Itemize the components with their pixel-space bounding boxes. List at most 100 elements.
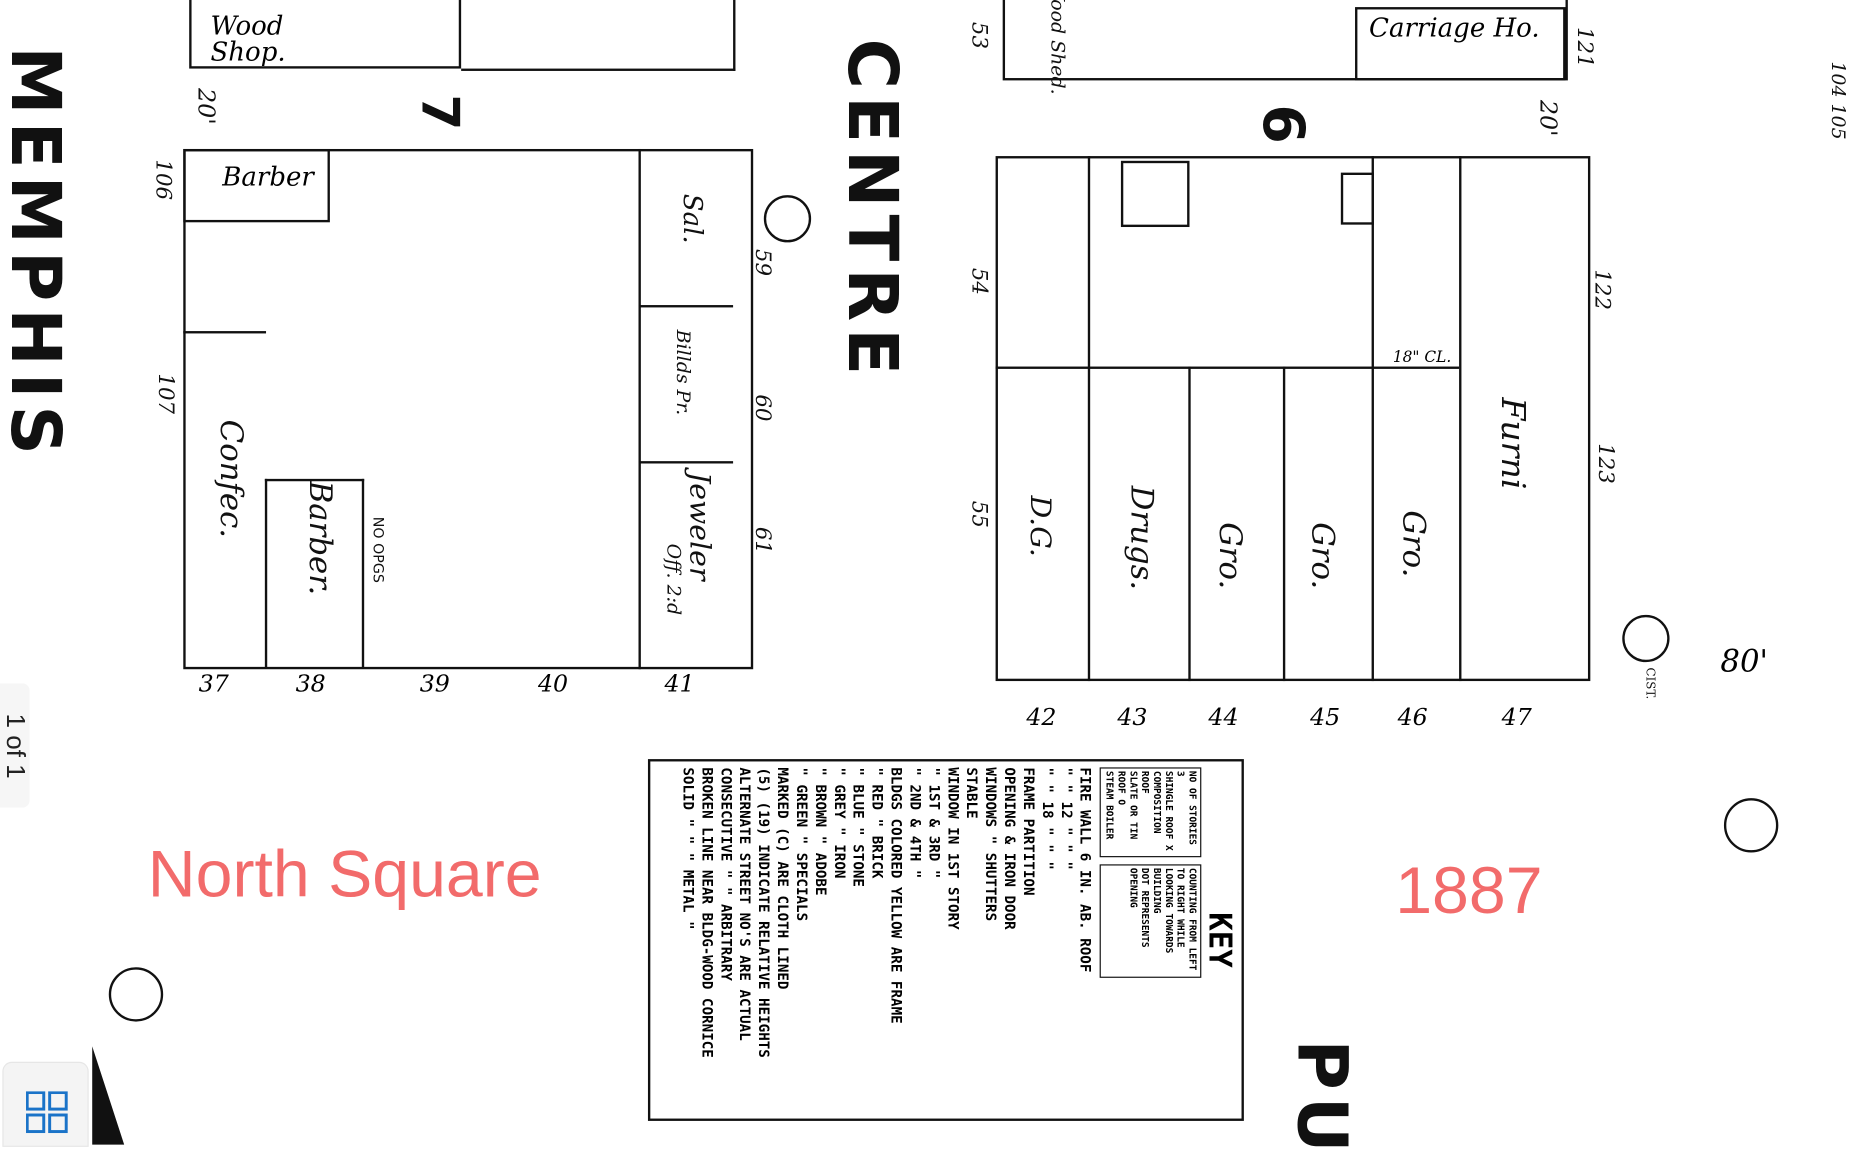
label-wall: 18" CL. [1392, 348, 1452, 367]
page-indicator[interactable]: 1 of 1 [0, 683, 31, 808]
block-6-outline [995, 156, 1591, 682]
key-small: SHINGLE ROOF X [1163, 770, 1175, 851]
dimension: 20' [1534, 99, 1564, 137]
grid-icon [26, 1091, 68, 1134]
dimension: 80' [1720, 644, 1768, 680]
building-barber-top [183, 148, 330, 223]
house-number: 122 [1589, 269, 1615, 311]
page-indicator-label: 1 of 1 [0, 712, 31, 779]
block-7-outline [183, 148, 754, 670]
key-line: ALTERNATE STREET NO'S ARE ACTUAL [736, 767, 754, 1041]
key-line: " RED " BRICK [869, 767, 886, 879]
lot-number: 40 [537, 669, 569, 698]
lot-number: 41 [664, 669, 695, 698]
building-top-right [1002, 0, 1568, 81]
key-line: " " 18 " " " [1039, 767, 1056, 870]
key-line: " BLUE " STONE [850, 767, 867, 887]
overlay-title: North Square [147, 835, 542, 911]
label-barber-top: Barber [222, 163, 314, 193]
key-line: FRAME PARTITION [1020, 767, 1037, 896]
key-line: STABLE [963, 767, 981, 819]
dimension: 20' [192, 88, 222, 125]
key-line: WINDOW IN 1ST STORY [944, 767, 962, 930]
label-drugs: Drugs. [1123, 485, 1159, 591]
overlay-year: 1887 [1395, 852, 1543, 928]
label-dry-goods: D.G. [1023, 495, 1058, 557]
map-key-legend: KEY NO OF STORIES 3 SHINGLE ROOF X COMPO… [647, 759, 1244, 1121]
key-line: FIRE WALL 6 IN. AB. ROOF [1077, 767, 1094, 973]
lot-number: 38 [295, 669, 326, 698]
height-marker [1723, 798, 1779, 853]
building-top-left [189, 0, 462, 69]
lot-number: 39 [419, 669, 450, 698]
label-grocery-2: Gro. [1304, 522, 1340, 590]
label-furniture: Furni [1493, 397, 1533, 490]
label-grocery-3: Gro. [1395, 510, 1431, 578]
lot-number: 47 [1501, 702, 1532, 731]
key-line: MARKED (C) ARE CLOTH LINED [774, 767, 792, 990]
label-billiards: Billds Pr. [672, 329, 695, 416]
label-saloon: Sal. [676, 193, 707, 244]
lot-number: 42 [1026, 702, 1057, 731]
block-number-6: 6 [1249, 104, 1317, 144]
key-line: (5) (19) INDICATE RELATIVE HEIGHTS [755, 767, 773, 1058]
stable-mark-2 [1340, 172, 1374, 225]
key-line: WINDOWS " SHUTTERS [982, 767, 1000, 922]
grid-view-button[interactable] [2, 1061, 89, 1147]
key-small: NO OF STORIES 3 [1175, 770, 1198, 845]
cistern-label: CIST. [1642, 667, 1656, 700]
lot-number: 45 [1310, 702, 1341, 731]
label-confectionery: Confec. [212, 419, 249, 539]
house-number: 121 [1572, 26, 1597, 68]
house-number: 123 [1593, 443, 1619, 484]
block-number-7: 7 [409, 94, 471, 131]
key-line: " " 12 " " " [1058, 767, 1075, 870]
key-small: COUNTING FROM LEFT TO RIGHT WHILE LOOKIN… [1151, 867, 1198, 971]
house-number: 104 105 [1827, 61, 1850, 140]
key-line: " GREY " IRON [831, 767, 848, 879]
street-label-memphis: MEMPHIS [0, 46, 76, 463]
key-line: " 2ND & 4TH " [906, 767, 924, 879]
street-label-partial: PU [1281, 1039, 1363, 1160]
house-number: 60 [750, 394, 776, 422]
key-small: DOT REPRESENTS OPENING [1128, 867, 1151, 948]
label-wood-shed: Wood Shed. [1047, 0, 1070, 95]
lot-number: 37 [198, 669, 229, 698]
key-title: KEY [1201, 912, 1237, 968]
label-no-openings: NO OPGS [370, 516, 387, 583]
label-jeweler-office: Off. 2:d [662, 543, 686, 616]
cistern-symbol [763, 195, 812, 243]
label-barber-lower: Barber. [301, 480, 337, 596]
cistern-symbol [1622, 614, 1670, 663]
key-line: " BROWN " ADOBE [812, 767, 829, 896]
house-number: 61 [750, 526, 776, 554]
house-number: 55 [966, 500, 992, 528]
house-number: 106 [150, 159, 176, 201]
stable-mark [1120, 160, 1190, 228]
key-line: " 1ST & 3RD " [925, 767, 943, 879]
height-marker [108, 967, 164, 1022]
building-carriage-house [1355, 7, 1566, 81]
key-line: " GREEN " SPECIALS [793, 767, 810, 922]
key-line: SOLID " " " METAL " [679, 767, 697, 930]
label-carriage-house: Carriage Ho. [1369, 14, 1540, 44]
house-number: 59 [750, 248, 776, 277]
street-label-centre: CENTRE [832, 38, 913, 383]
key-small: SLATE OR TIN ROOF O [1116, 770, 1139, 840]
north-arrow-icon [92, 1046, 125, 1145]
lot-number: 46 [1397, 702, 1428, 731]
house-number: 107 [153, 373, 178, 415]
key-small: STEAM BOILER [1104, 770, 1116, 840]
house-number: 53 [966, 21, 992, 50]
key-line: CONSECUTIVE " " ARBITRARY [717, 767, 735, 981]
key-line: BROKEN LINE NEAR BLDG-WOOD CORNICE [698, 767, 716, 1058]
label-jeweler: Jeweler [683, 471, 717, 581]
lot-number: 44 [1208, 702, 1239, 731]
house-number: 54 [966, 267, 992, 295]
label-grocery-1: Gro. [1211, 522, 1248, 590]
key-line: OPENING & IRON DOOR [1001, 767, 1019, 930]
key-line: BLDGS COLORED YELLOW ARE FRAME [887, 767, 905, 1024]
lot-number: 43 [1117, 702, 1148, 731]
key-small: COMPOSITION ROOF [1139, 770, 1163, 834]
